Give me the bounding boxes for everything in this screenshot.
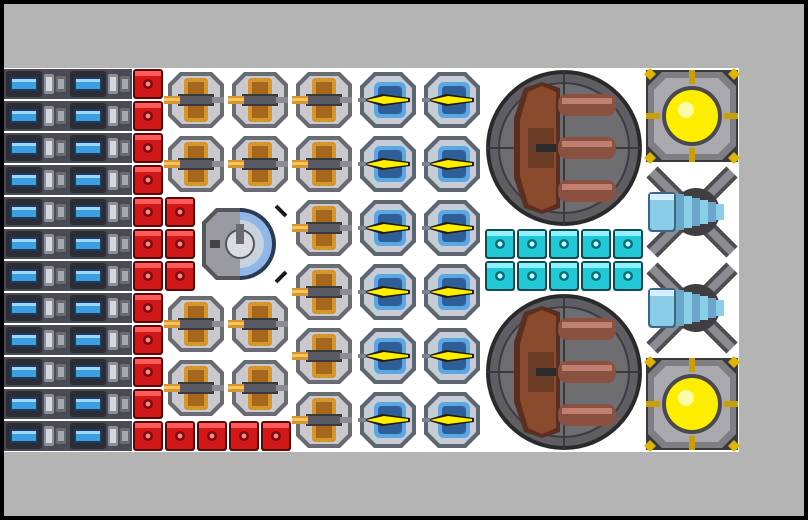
gold-cannon-turret-icon [164,68,228,132]
triple-barrel-heavy-turret-icon [484,292,644,452]
red-armor-block-icon [132,196,164,228]
battery-cell-icon [4,132,68,164]
battery-cell-icon [4,356,68,388]
crossed-thruster-engine-icon [644,260,740,356]
red-armor-block-icon [164,228,196,260]
battery-cell-icon [4,420,68,452]
battery-cell-icon [68,100,132,132]
gold-cannon-turret-icon [164,132,228,196]
battery-cell-icon [68,260,132,292]
gold-cannon-turret-icon [228,68,292,132]
battery-cell-icon [4,164,68,196]
battery-cell-icon [4,388,68,420]
battery-cell-icon [68,132,132,164]
blue-laser-turret-icon [420,132,484,196]
battery-cell-icon [68,388,132,420]
red-armor-block-icon [132,292,164,324]
cyan-shield-block-icon [548,228,580,260]
battery-cell-icon [4,260,68,292]
red-armor-block-icon [132,68,164,100]
blue-laser-turret-icon [356,132,420,196]
blue-laser-turret-icon [420,260,484,324]
battery-cell-icon [4,196,68,228]
battery-cell-icon [68,324,132,356]
red-armor-block-icon [196,420,228,452]
red-armor-block-icon [260,420,292,452]
gold-cannon-turret-icon [292,388,356,452]
cyan-shield-block-icon [548,260,580,292]
battery-cell-icon [68,164,132,196]
gold-cannon-turret-icon [164,356,228,420]
red-armor-block-icon [132,356,164,388]
cyan-shield-block-icon [516,260,548,292]
red-armor-block-icon [164,260,196,292]
battery-cell-icon [68,292,132,324]
blue-laser-turret-icon [356,260,420,324]
blue-laser-turret-icon [420,324,484,388]
blue-laser-turret-icon [420,388,484,452]
gold-cannon-turret-icon [292,196,356,260]
battery-cell-icon [68,356,132,388]
battery-cell-icon [4,68,68,100]
cyan-shield-block-icon [516,228,548,260]
gold-cannon-turret-icon [292,324,356,388]
red-armor-block-icon [132,164,164,196]
battery-cell-icon [68,68,132,100]
triple-barrel-heavy-turret-icon [484,68,644,228]
battery-cell-icon [68,196,132,228]
dome-turret-icon [196,196,292,292]
battery-cell-icon [4,100,68,132]
red-armor-block-icon [228,420,260,452]
battery-cell-icon [68,420,132,452]
red-armor-block-icon [132,324,164,356]
cyan-shield-block-icon [612,228,644,260]
red-armor-block-icon [132,388,164,420]
blue-laser-turret-icon [420,196,484,260]
gold-cannon-turret-icon [292,260,356,324]
red-armor-block-icon [132,260,164,292]
gold-cannon-turret-icon [228,292,292,356]
battery-cell-icon [68,228,132,260]
gold-cannon-turret-icon [164,292,228,356]
gold-cannon-turret-icon [228,356,292,420]
red-armor-block-icon [164,196,196,228]
battery-cell-icon [4,292,68,324]
cyan-shield-block-icon [484,260,516,292]
cyan-shield-block-icon [580,260,612,292]
blue-laser-turret-icon [420,68,484,132]
gold-cannon-turret-icon [292,132,356,196]
red-armor-block-icon [132,100,164,132]
yellow-reactor-core-icon [644,356,740,452]
cyan-shield-block-icon [484,228,516,260]
cyan-shield-block-icon [580,228,612,260]
cyan-shield-block-icon [612,260,644,292]
battery-cell-icon [4,324,68,356]
red-armor-block-icon [132,132,164,164]
red-armor-block-icon [164,420,196,452]
blue-laser-turret-icon [356,196,420,260]
battery-cell-icon [4,228,68,260]
gold-cannon-turret-icon [228,132,292,196]
red-armor-block-icon [132,228,164,260]
red-armor-block-icon [132,420,164,452]
blue-laser-turret-icon [356,324,420,388]
crossed-thruster-engine-icon [644,164,740,260]
blue-laser-turret-icon [356,388,420,452]
blue-laser-turret-icon [356,68,420,132]
gold-cannon-turret-icon [292,68,356,132]
sprite-sheet [4,68,740,452]
yellow-reactor-core-icon [644,68,740,164]
